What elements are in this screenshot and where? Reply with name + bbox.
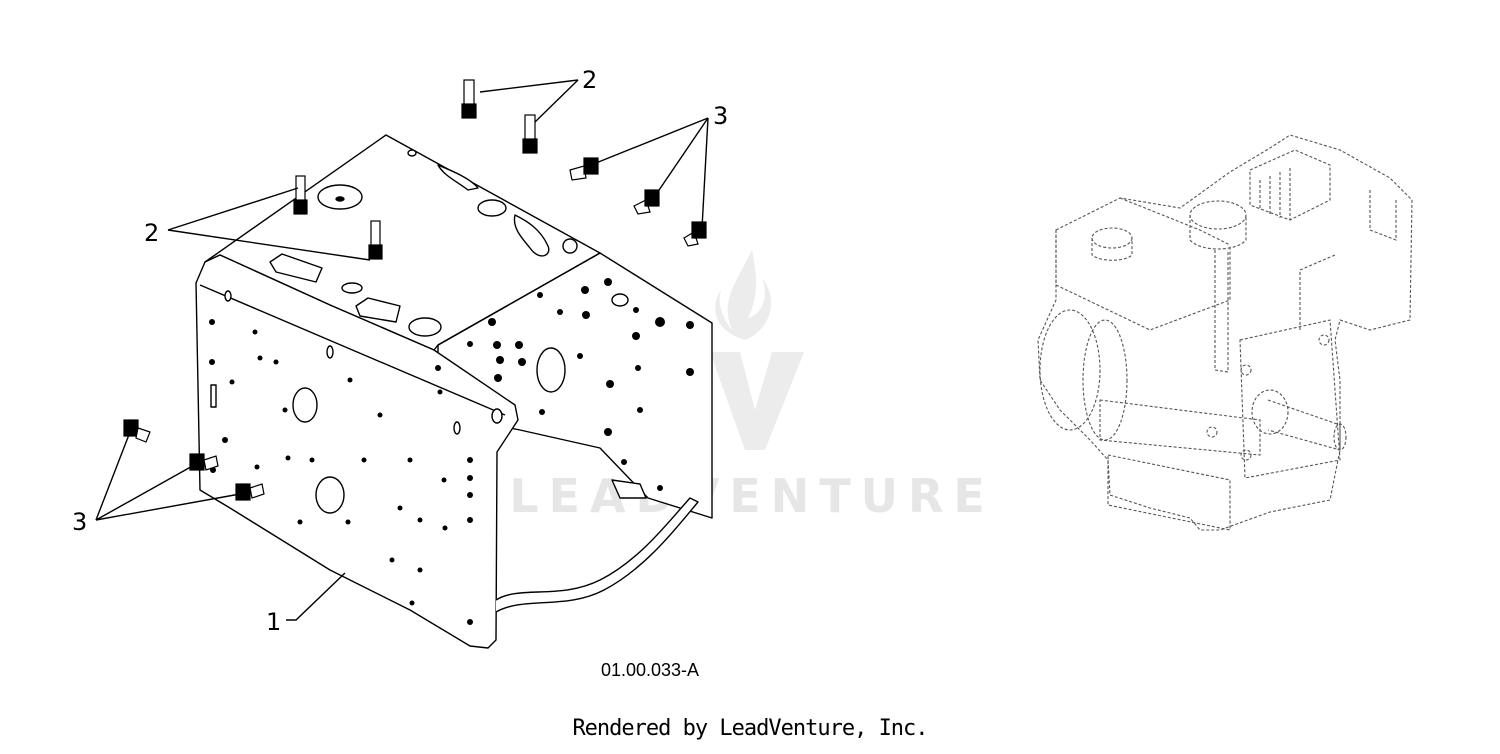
callout-1: 1	[266, 608, 281, 636]
bolt-3a	[569, 157, 599, 181]
flywheel-housing	[1039, 309, 1101, 431]
leader-2-d	[167, 229, 371, 261]
engine-block-edge	[1119, 197, 1231, 246]
plate-bolt-4	[1206, 426, 1218, 438]
bolt-fasteners	[123, 157, 707, 501]
stud-fasteners	[293, 79, 538, 260]
recoil-housing	[1082, 319, 1128, 441]
output-shaft-boss	[1251, 389, 1289, 435]
leader-2-a	[479, 79, 579, 93]
air-filter-top	[1189, 200, 1247, 230]
plate-bolt-1	[1240, 364, 1252, 376]
stud-2a	[461, 79, 477, 119]
slot-5	[477, 199, 507, 217]
callout-2-left: 2	[144, 219, 159, 247]
front-hole-large-2	[315, 476, 345, 514]
muffler-bracket	[1369, 190, 1397, 241]
bolt-3b	[633, 189, 660, 215]
exhaust-shield	[1299, 254, 1336, 330]
front-slot-1	[224, 290, 232, 302]
slot-1	[269, 253, 323, 283]
watermark: LEADVENTURE	[509, 250, 995, 523]
front-slot-4	[491, 408, 503, 424]
plate-bolt-3	[1240, 449, 1252, 461]
slot-6	[513, 214, 550, 257]
hole-top-7	[562, 238, 578, 254]
stud-2b	[522, 114, 538, 154]
leader-3-c	[701, 117, 709, 229]
output-shaft-end	[1333, 423, 1347, 451]
leader-1	[286, 572, 346, 621]
output-shaft	[1267, 399, 1341, 451]
bolt-3d	[123, 419, 151, 443]
leader-3-b	[654, 117, 709, 197]
render-credit: Rendered by LeadVenture, Inc.	[572, 716, 928, 741]
callout-2-top: 2	[582, 66, 597, 94]
stud-2d	[368, 220, 383, 260]
watermark-v-icon	[710, 352, 804, 450]
callout-3-left: 3	[72, 508, 87, 536]
fold-line-front	[199, 284, 506, 416]
bottom-rod	[495, 497, 699, 613]
hole-top-9	[407, 149, 417, 157]
bolt-3f	[235, 483, 265, 501]
bolt-3e	[189, 453, 219, 471]
leader-3-a	[595, 117, 709, 164]
air-filter-body	[1189, 215, 1247, 250]
engine-reference-outline	[1037, 134, 1413, 531]
front-slot-5	[210, 384, 217, 408]
slot-8	[437, 164, 479, 191]
front-slot-2	[326, 345, 334, 359]
cylinder-head	[1249, 149, 1331, 221]
dot-holes	[209, 278, 694, 625]
slot-2	[355, 297, 401, 323]
fold-line-top	[437, 252, 601, 346]
engine-base	[1107, 454, 1231, 531]
watermark-flame-icon	[715, 250, 772, 340]
front-slot-3	[453, 421, 461, 435]
slot-4	[341, 282, 363, 294]
right-hole-large	[536, 347, 566, 393]
fuel-cap-body	[1091, 238, 1133, 261]
crankcase-rail	[1099, 399, 1261, 456]
leader-3-e	[95, 463, 197, 521]
plate-bolt-2	[1318, 334, 1330, 346]
leader-lines	[95, 79, 709, 621]
cooling-fins	[1259, 168, 1291, 220]
right-hole-top	[611, 293, 629, 307]
leader-2-b	[534, 79, 579, 123]
right-tab	[611, 479, 647, 499]
engine-block-top	[1055, 230, 1231, 331]
dipstick-tube	[1214, 250, 1229, 373]
front-side-panel	[195, 254, 519, 649]
gearbox-plate	[1239, 319, 1341, 479]
engine-silhouette	[1037, 134, 1413, 531]
figure-code: 01.00.033-A	[600, 660, 700, 680]
front-hole-large-1	[292, 387, 318, 423]
top-cap-center	[335, 196, 345, 202]
leader-3-f	[95, 493, 241, 521]
stud-2c	[293, 175, 308, 215]
fuel-cap-top	[1091, 227, 1133, 249]
slot-3	[408, 317, 442, 337]
leader-3-d	[95, 431, 131, 521]
callout-3-top: 3	[713, 102, 728, 130]
leader-2-c	[167, 187, 299, 231]
watermark-text: LEADVENTURE	[509, 469, 995, 523]
frame-assembly	[195, 134, 713, 649]
